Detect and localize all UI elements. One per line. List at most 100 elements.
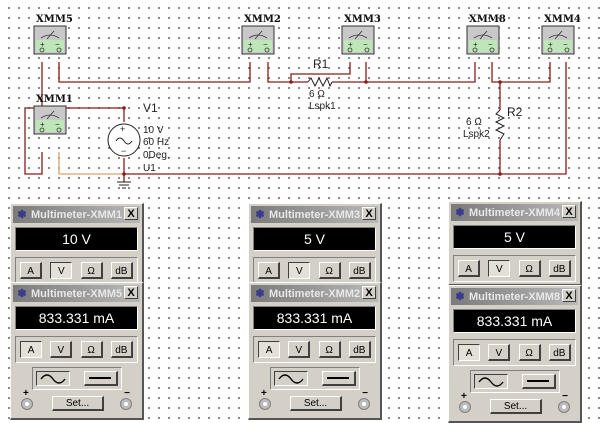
ammeter-button[interactable]: A (458, 260, 481, 277)
set-button[interactable]: Set... (490, 399, 542, 414)
sine-wave-icon (277, 373, 304, 384)
r1-name: R1 (313, 57, 329, 71)
ac-mode-button[interactable] (473, 374, 508, 389)
app-icon: ✽ (17, 208, 27, 221)
app-icon: ✽ (255, 287, 265, 300)
mode-buttons: A V Ω dB (453, 339, 576, 366)
ohmmeter-button[interactable]: Ω (80, 341, 103, 358)
voltmeter-button[interactable]: V (488, 260, 511, 277)
set-button[interactable]: Set... (290, 396, 342, 411)
decibel-button[interactable]: dB (110, 341, 133, 358)
window-titlebar[interactable]: ✽ Multimeter-XMM3 X (251, 206, 378, 223)
close-button[interactable]: X (124, 207, 138, 220)
reading-display: 5 V (453, 225, 576, 249)
ammeter-button[interactable]: A (20, 341, 43, 358)
svg-text:−: − (488, 40, 493, 49)
window-titlebar[interactable]: ✽ Multimeter-XMM1 X (13, 206, 140, 223)
ammeter-button[interactable]: A (458, 344, 481, 361)
ac-mode-button[interactable] (35, 371, 70, 386)
r2-model: Lspk2 (463, 129, 490, 140)
decibel-button[interactable]: dB (348, 262, 371, 279)
set-button[interactable]: Set... (52, 396, 104, 411)
svg-text:−: − (563, 40, 568, 49)
mode-buttons: A V Ω dB (15, 257, 138, 284)
window-titlebar[interactable]: ✽ Multimeter-XMM2 X (251, 285, 378, 302)
close-button[interactable]: X (362, 207, 376, 220)
multimeter-window[interactable]: ✽ Multimeter-XMM4 X 5 V A V Ω dB (448, 201, 582, 286)
positive-terminal[interactable] (259, 398, 271, 410)
source-voltage: 10 V (143, 125, 164, 136)
ac-mode-button[interactable] (273, 371, 308, 386)
multimeter-symbol-xmm8[interactable]: + − XMM8 (466, 14, 506, 55)
close-button[interactable]: X (562, 205, 576, 218)
app-icon: ✽ (455, 206, 465, 219)
ohmmeter-button[interactable]: Ω (318, 341, 341, 358)
r2-name: R2 (507, 105, 523, 119)
multimeter-window[interactable]: ✽ Multimeter-XMM1 X 10 V A V Ω dB (10, 203, 144, 288)
sine-wave-icon (39, 373, 66, 384)
r1-model: Lspk1 (309, 101, 336, 112)
close-button[interactable]: X (124, 286, 138, 299)
close-button[interactable]: X (562, 289, 576, 302)
window-titlebar[interactable]: ✽ Multimeter-XMM8 X (451, 288, 578, 305)
multimeter-symbol-xmm2[interactable]: + − XMM2 (241, 14, 281, 55)
voltmeter-button[interactable]: V (288, 341, 311, 358)
multimeter-label: XMM8 (469, 14, 506, 25)
window-titlebar[interactable]: ✽ Multimeter-XMM5 X (13, 285, 140, 302)
ohmmeter-button[interactable]: Ω (518, 260, 541, 277)
decibel-button[interactable]: dB (348, 341, 371, 358)
voltmeter-button[interactable]: V (50, 341, 73, 358)
ohmmeter-button[interactable]: Ω (80, 262, 103, 279)
svg-text:−: − (363, 40, 368, 49)
r2-value: 6 Ω (466, 117, 482, 128)
multimeter-label: XMM5 (36, 14, 73, 25)
ac-source-v1[interactable]: + − (107, 123, 141, 157)
wire (365, 62, 476, 83)
source-phase: 0Deg. (143, 150, 170, 161)
minus-sign: − (124, 388, 130, 399)
ammeter-button[interactable]: A (258, 262, 281, 279)
multimeter-symbol-xmm3[interactable]: + − XMM3 (341, 14, 381, 55)
decibel-button[interactable]: dB (548, 344, 571, 361)
positive-terminal[interactable] (21, 398, 33, 410)
window-title: Multimeter-XMM5 (31, 287, 123, 300)
negative-terminal[interactable] (358, 398, 370, 410)
resistor-r2[interactable] (494, 109, 506, 141)
multimeter-symbol-xmm4[interactable]: + − XMM4 (541, 14, 581, 55)
ohmmeter-button[interactable]: Ω (518, 344, 541, 361)
reading-display: 5 V (253, 227, 376, 251)
multimeter-window[interactable]: ✽ Multimeter-XMM5 X 833.331 mA A V Ω dB … (10, 282, 144, 420)
minus-sign: − (362, 388, 368, 399)
decibel-button[interactable]: dB (110, 262, 133, 279)
svg-text:+: + (120, 124, 125, 134)
voltmeter-button[interactable]: V (288, 262, 311, 279)
multimeter-window[interactable]: ✽ Multimeter-XMM2 X 833.331 mA A V Ω dB … (248, 282, 382, 420)
svg-text:+: + (348, 40, 353, 49)
decibel-button[interactable]: dB (548, 260, 571, 277)
r1-value: 6 Ω (309, 89, 325, 100)
multimeter-window[interactable]: ✽ Multimeter-XMM3 X 5 V A V Ω dB (248, 203, 382, 288)
multimeter-symbol-xmm5[interactable]: + − XMM5 (33, 14, 73, 55)
ammeter-button[interactable]: A (258, 341, 281, 358)
wire (267, 62, 291, 83)
resistor-r1[interactable] (307, 76, 333, 88)
dc-mode-button[interactable] (521, 374, 556, 389)
svg-text:−: − (55, 120, 60, 129)
dc-mode-button[interactable] (321, 371, 356, 386)
voltmeter-button[interactable]: V (50, 262, 73, 279)
window-titlebar[interactable]: ✽ Multimeter-XMM4 X (451, 204, 578, 221)
source-frequency: 60 Hz (143, 137, 169, 148)
negative-terminal[interactable] (558, 401, 570, 413)
multimeter-window[interactable]: ✽ Multimeter-XMM8 X 833.331 mA A V Ω dB … (448, 285, 582, 423)
negative-terminal[interactable] (120, 398, 132, 410)
svg-text:+: + (40, 40, 45, 49)
ohmmeter-button[interactable]: Ω (318, 262, 341, 279)
voltmeter-button[interactable]: V (488, 344, 511, 361)
ammeter-button[interactable]: A (20, 262, 43, 279)
minus-sign: − (562, 391, 568, 402)
app-icon: ✽ (255, 208, 265, 221)
positive-terminal[interactable] (459, 401, 471, 413)
close-button[interactable]: X (362, 286, 376, 299)
dc-mode-button[interactable] (83, 371, 118, 386)
multimeter-symbol-xmm1[interactable]: + − XMM1 (33, 94, 73, 135)
